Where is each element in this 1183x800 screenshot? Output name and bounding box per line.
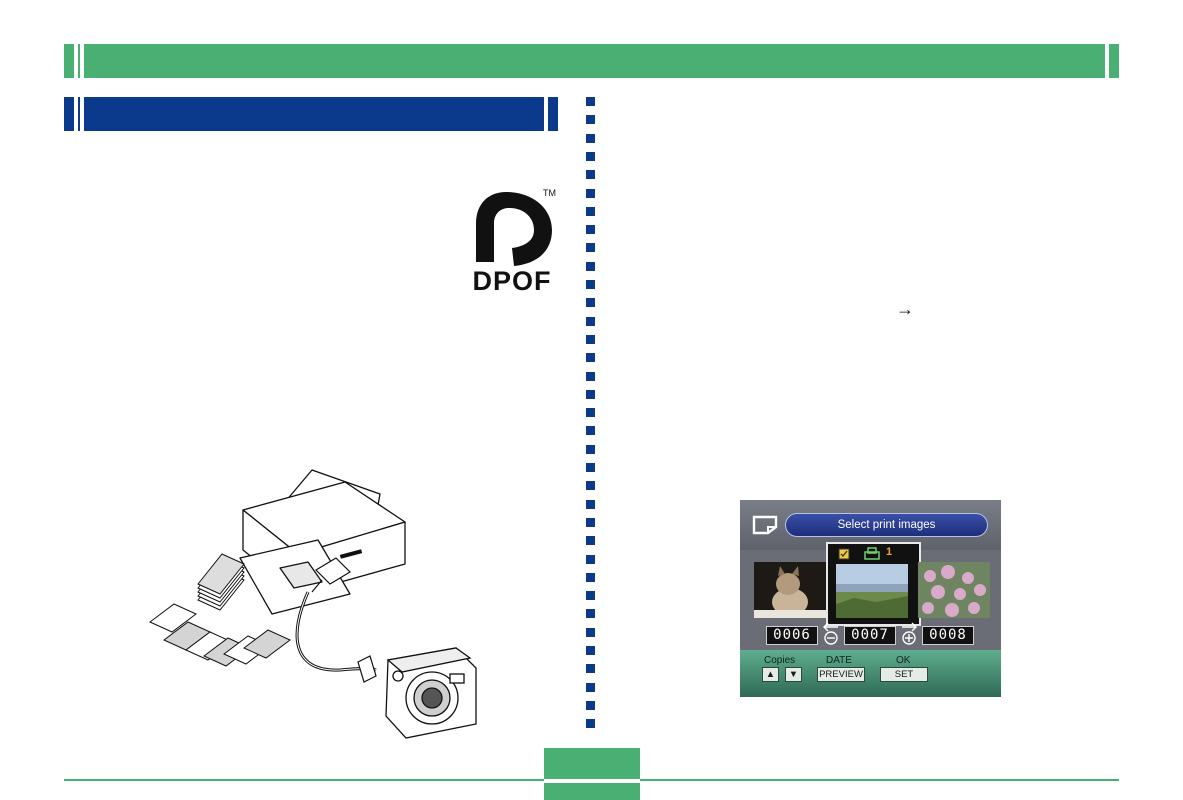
dpof-logo-text: DPOF	[472, 266, 552, 296]
divider-dot	[586, 152, 595, 161]
copies-count: 1	[886, 546, 893, 558]
bar-divider	[544, 97, 548, 131]
frame-counter-next: 0008	[922, 626, 974, 645]
divider-dot	[586, 115, 595, 124]
dpof-logo: TM DPOF	[466, 188, 558, 298]
frame-counter-prev: 0006	[766, 626, 818, 645]
bar-divider	[74, 97, 78, 131]
date-preview-button[interactable]: PREVIEW	[817, 667, 865, 682]
printer-camera-illustration	[149, 469, 477, 739]
date-label: DATE	[826, 655, 852, 666]
divider-dot	[586, 280, 595, 289]
divider-dot	[586, 628, 595, 637]
divider-dot	[586, 664, 595, 673]
divider-dot	[586, 536, 595, 545]
page-number-tab	[544, 748, 640, 800]
scroll-next-icon[interactable]	[898, 622, 920, 646]
bar-divider	[74, 44, 78, 78]
bar-divider	[1105, 44, 1109, 78]
section-header-bar	[64, 97, 558, 131]
set-button[interactable]: SET	[880, 667, 928, 682]
ok-label: OK	[896, 655, 911, 666]
divider-dot	[586, 189, 595, 198]
divider-dot	[586, 591, 595, 600]
divider-dot	[586, 207, 595, 216]
divider-dot	[586, 353, 595, 362]
divider-dot	[586, 170, 595, 179]
copies-down-button[interactable]: ▼	[785, 667, 802, 682]
divider-dot	[586, 573, 595, 582]
divider-dot	[586, 683, 595, 692]
divider-dot	[586, 445, 595, 454]
copies-up-button[interactable]: ▲	[762, 667, 779, 682]
divider-dot	[586, 390, 595, 399]
print-check-icon	[838, 548, 850, 560]
printer-icon	[864, 547, 880, 560]
divider-dot	[586, 372, 595, 381]
divider-dot	[586, 719, 595, 728]
screen-title: Select print images	[785, 513, 988, 537]
divider-dot	[586, 500, 595, 509]
divider-dot	[586, 646, 595, 655]
divider-dot	[586, 317, 595, 326]
copies-label: Copies	[764, 655, 796, 666]
divider-dot	[586, 555, 595, 564]
divider-dot	[586, 134, 595, 143]
chapter-header-bar	[64, 44, 1119, 78]
screen-controls: Copies DATE OK ▲ ▼ PREVIEW SET	[740, 650, 1001, 697]
frame-counter-current: 0007	[844, 626, 896, 645]
divider-dot	[586, 262, 595, 271]
column-divider	[586, 97, 598, 737]
printer-slot	[339, 549, 363, 559]
divider-dot	[586, 609, 595, 618]
divider-dot	[586, 463, 595, 472]
bar-divider	[80, 44, 84, 78]
bar-divider	[80, 97, 84, 131]
page-tab-gap	[544, 779, 640, 783]
divider-dot	[586, 518, 595, 527]
divider-dot	[586, 225, 595, 234]
selected-image-frame[interactable]: 1	[826, 542, 921, 626]
dpof-mark-icon	[476, 192, 552, 266]
divider-dot	[586, 408, 595, 417]
divider-dot	[586, 243, 595, 252]
print-mode-icon	[752, 515, 778, 535]
scroll-prev-icon[interactable]	[820, 622, 842, 646]
thumbnail-next	[918, 562, 990, 618]
thumbnail-current	[836, 564, 908, 618]
arrow-glyph: →	[896, 299, 914, 319]
camera-screen: Select print images 1	[740, 500, 1001, 697]
trademark-mark: TM	[543, 188, 556, 198]
thumbnail-prev	[754, 562, 826, 618]
divider-dot	[586, 335, 595, 344]
divider-dot	[586, 426, 595, 435]
divider-dot	[586, 97, 595, 106]
divider-dot	[586, 481, 595, 490]
divider-dot	[586, 701, 595, 710]
divider-dot	[586, 298, 595, 307]
